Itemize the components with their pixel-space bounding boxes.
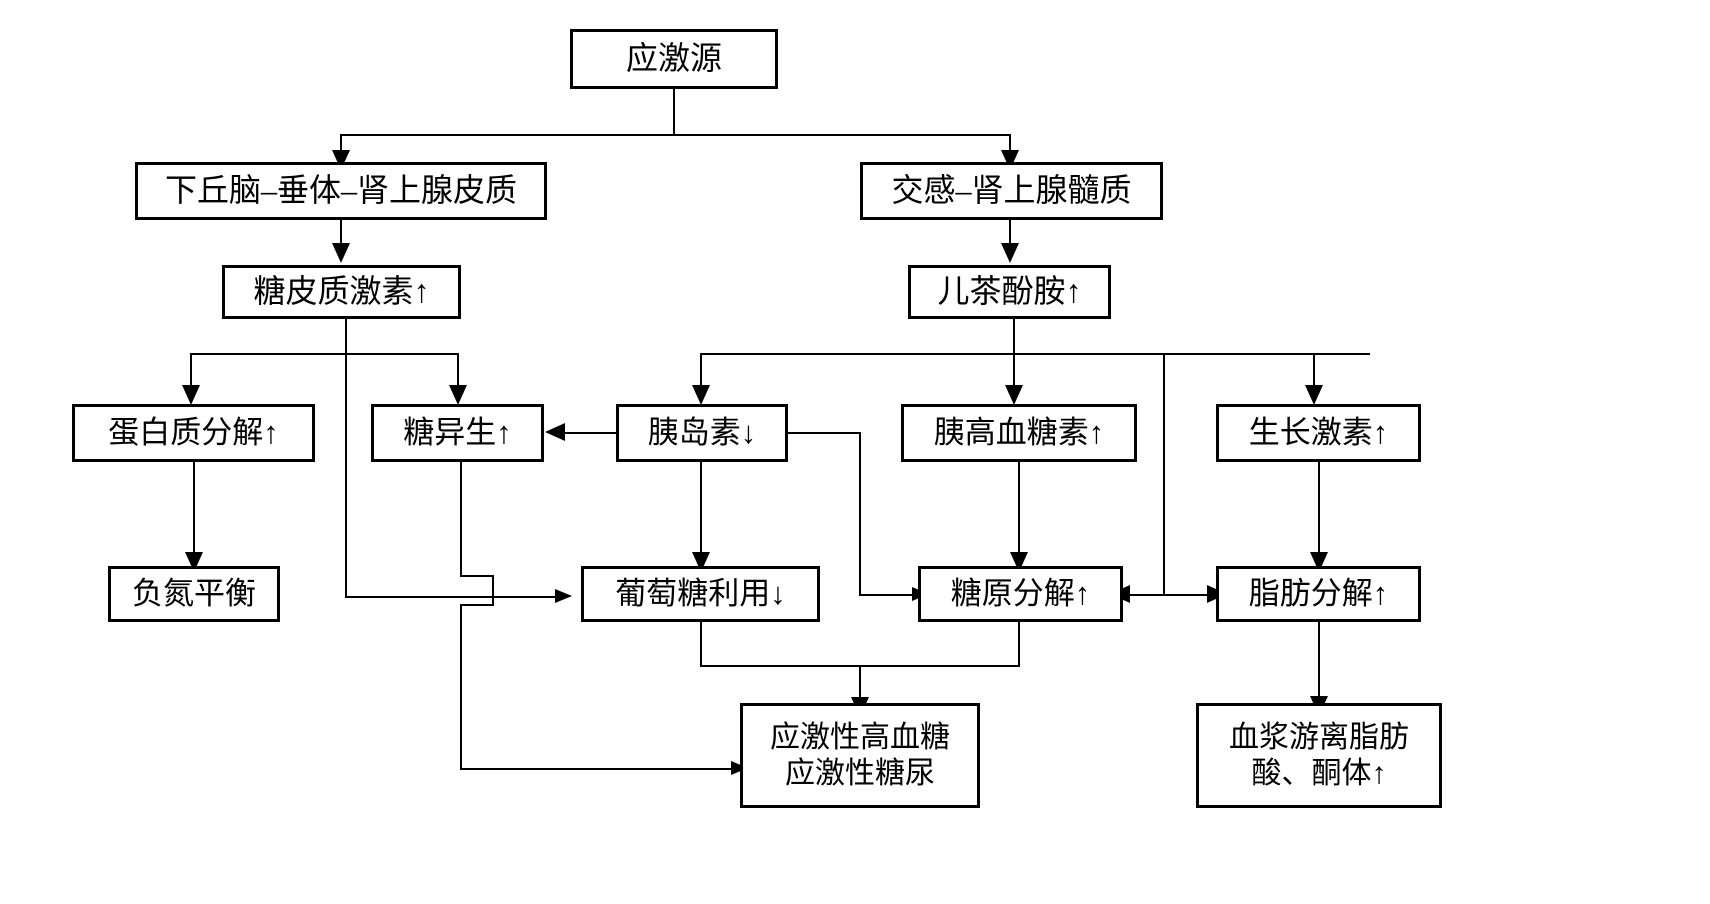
edge-stressor-split <box>340 134 1010 136</box>
arrow-to-gluconeogenesis <box>449 385 467 405</box>
node-label: 负氮平衡 <box>132 575 256 611</box>
edge-ca-to-growth-hormone <box>1313 353 1315 389</box>
node-label: 应激性高血糖 应激性糖尿 <box>770 721 950 790</box>
node-label: 糖皮质激素↑ <box>253 273 430 310</box>
edge-hyper-drop <box>859 665 861 701</box>
node-stress-hyperglycemia[interactable]: 应激性高血糖 应激性糖尿 <box>740 703 980 808</box>
node-stressor[interactable]: 应激源 <box>570 29 778 89</box>
arrow-to-catecholamine <box>1001 243 1019 263</box>
edge-glyco-lipo-link <box>1125 594 1215 596</box>
node-label: 血浆游离脂肪 酸、酮体↑ <box>1229 721 1409 790</box>
node-protein-breakdown[interactable]: 蛋白质分解↑ <box>72 404 315 462</box>
edge-insulin-to-glyco <box>859 594 919 596</box>
edge-gluconeo-to-hyper <box>460 768 738 770</box>
edge-ca-stem <box>1013 314 1015 354</box>
edge-insulin-to-glucoseuse <box>700 462 702 558</box>
edge-stressor-stem <box>673 89 675 135</box>
edge-insulin-to-gluconeo <box>562 432 618 434</box>
node-label: 糖异生↑ <box>403 414 512 450</box>
edge-gluconeo-hook-top <box>460 575 494 577</box>
edge-glucoseuse-down <box>700 620 702 666</box>
node-label: 葡萄糖利用↓ <box>615 575 786 611</box>
edge-hpa-to-gc <box>340 210 342 248</box>
node-free-fatty-acid-ketone[interactable]: 血浆游离脂肪 酸、酮体↑ <box>1196 703 1442 808</box>
arrow-to-insulin <box>692 385 710 405</box>
node-sympathetic-adrenal-medulla[interactable]: 交感–肾上腺髓质 <box>860 162 1163 220</box>
edge-lipolysis-to-ffa <box>1318 620 1320 700</box>
edge-stressor-left-drop <box>340 134 342 154</box>
node-label: 胰岛素↓ <box>647 414 757 450</box>
edge-gc-branch-left <box>190 353 192 389</box>
edge-ca-to-insulin <box>700 353 702 389</box>
arrow-to-growth-hormone <box>1305 385 1323 405</box>
edge-gluconeo-hook-v <box>492 575 494 605</box>
node-glucose-utilization[interactable]: 葡萄糖利用↓ <box>581 566 820 622</box>
node-glycogenolysis[interactable]: 糖原分解↑ <box>918 566 1123 622</box>
node-catecholamine[interactable]: 儿茶酚胺↑ <box>908 265 1111 319</box>
edge-gc-branch-stem <box>345 314 347 354</box>
arrow-to-protein-breakdown <box>182 385 200 405</box>
node-label: 应激源 <box>625 40 722 77</box>
edge-gluconeo-stem <box>460 462 462 576</box>
edge-glucagon-to-glyco <box>1018 462 1020 558</box>
edge-gc-branch-right <box>457 353 459 389</box>
edge-gluconeo-down-long <box>460 604 462 769</box>
node-glucagon[interactable]: 胰高血糖素↑ <box>901 404 1137 462</box>
arrow-to-glucocorticoid <box>332 243 350 263</box>
node-label: 蛋白质分解↑ <box>108 414 279 450</box>
node-insulin[interactable]: 胰岛素↓ <box>616 404 788 462</box>
edge-gh-to-lipolysis <box>1318 462 1320 558</box>
node-label: 胰高血糖素↑ <box>933 414 1105 450</box>
edge-gc-main-stem <box>345 314 347 597</box>
edge-ca-branch-bar <box>700 353 1370 355</box>
node-label: 生长激素↑ <box>1248 414 1389 450</box>
edge-ca-to-glucagon <box>1013 353 1015 389</box>
edge-gc-to-glucoseuse-run <box>345 596 557 598</box>
node-hpa-axis[interactable]: 下丘脑–垂体–肾上腺皮质 <box>135 162 547 220</box>
edge-protein-to-nitrogen <box>193 462 195 558</box>
edge-sam-to-ca <box>1009 210 1011 248</box>
node-growth-hormone[interactable]: 生长激素↑ <box>1216 404 1421 462</box>
node-label: 脂肪分解↑ <box>1248 575 1389 611</box>
arrow-gc-to-glucose-use <box>555 589 572 603</box>
edge-insulin-right-run <box>786 432 861 434</box>
node-gluconeogenesis[interactable]: 糖异生↑ <box>371 404 544 462</box>
node-label: 交感–肾上腺髓质 <box>891 172 1132 209</box>
node-label: 儿茶酚胺↑ <box>937 273 1082 310</box>
edge-gluconeo-hook-bottom <box>460 604 494 606</box>
edge-stressor-right-drop <box>1009 134 1011 154</box>
node-label: 糖原分解↑ <box>950 575 1091 611</box>
node-negative-nitrogen-balance[interactable]: 负氮平衡 <box>108 566 280 622</box>
edge-ca-direct-stem <box>1163 353 1165 595</box>
edge-gc-branch-bar <box>190 353 459 355</box>
arrow-insulin-to-gluconeogenesis <box>545 423 565 441</box>
node-glucocorticoid[interactable]: 糖皮质激素↑ <box>222 265 461 319</box>
edge-insulin-right-drop <box>859 432 861 594</box>
node-label: 下丘脑–垂体–肾上腺皮质 <box>164 172 517 209</box>
node-lipolysis[interactable]: 脂肪分解↑ <box>1216 566 1421 622</box>
arrow-to-glucagon <box>1005 385 1023 405</box>
edge-glyco-down <box>1018 620 1020 666</box>
